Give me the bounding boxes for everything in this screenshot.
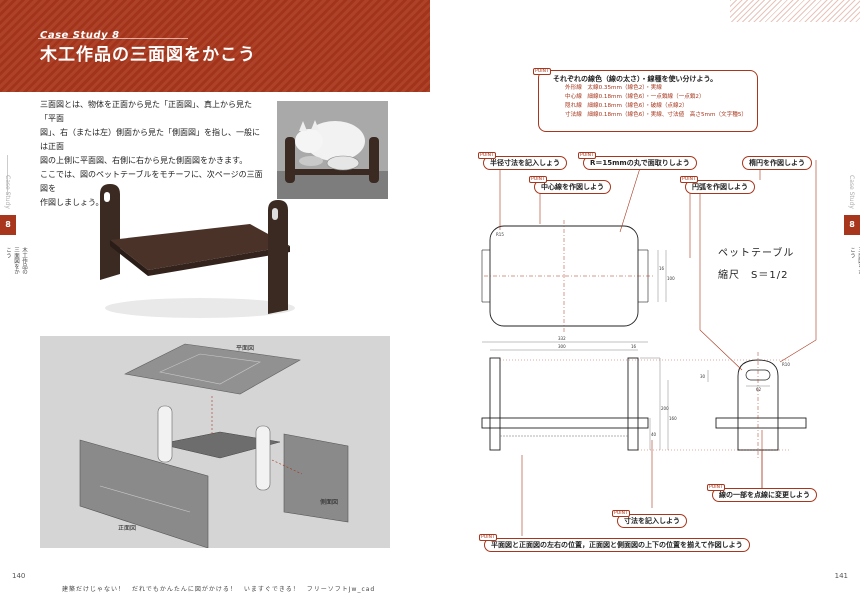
point-tag: POINT: [529, 176, 547, 183]
front-view: 200 160 40: [481, 357, 677, 451]
side-view: 62 30 R10: [700, 352, 807, 458]
callout-radius: 半径寸法を記入しょう: [483, 156, 567, 170]
case-study-label: Case Study 8: [40, 30, 120, 41]
leader-lines: [499, 160, 817, 536]
point-tag: POINT: [680, 176, 698, 183]
header-hatch: [730, 0, 860, 22]
point-tag: POINT: [707, 484, 725, 491]
three-view-diagram: 平面図 側面図 正面図: [40, 336, 390, 549]
front-view-label: 正面図: [118, 525, 136, 532]
tab-subtitle: 木工作品の三面図をかこう: [5, 247, 27, 275]
footer-text: 建築だけじゃない！ だれでもかんたんに図がかける！ いますぐできる！ フリーソフ…: [62, 586, 376, 593]
legend-row: 外形線 太線0.35mm（線色2）・実線: [565, 85, 662, 91]
dim-40: 40: [651, 432, 657, 437]
title-rule: [38, 38, 188, 39]
intro-line: 三面図とは、物体を正面から見た「正面図」、真上から見た「平面: [40, 100, 252, 123]
callout-dimension: 寸法を記入しよう: [617, 514, 687, 528]
dim-200: 200: [661, 406, 669, 411]
tab-subtitle: 木工作品の三面図をかこう: [849, 247, 860, 275]
callout-dotted: 線の一部を点線に変更しよう: [712, 488, 817, 502]
pet-table-photo: [90, 180, 300, 330]
dim-332: 332: [558, 336, 566, 341]
dim-100: 100: [667, 276, 675, 281]
left-page: Case Study 8 木工作品の三面図をかこう Case Study 8 木…: [0, 0, 430, 593]
dim-160: 160: [669, 416, 677, 421]
intro-line: 図」、右（または左）側面から見た「側面図」を指し、一般には正面: [40, 128, 260, 151]
side-tab-left: Case Study 8 木工作品の三面図をかこう: [0, 155, 27, 275]
technical-drawing: 16 100 R15 332 300 16 200 160 40: [481, 160, 817, 536]
drawing-scale: 縮尺 S＝1/2: [718, 270, 789, 281]
dim-r10: R10: [782, 362, 790, 367]
dim-30: 30: [700, 374, 706, 379]
intro-text: 三面図とは、物体を正面から見た「正面図」、真上から見た「平面 図」、右（または左…: [40, 98, 265, 210]
point-tag: POINT: [479, 534, 497, 541]
side-view-label: 側面図: [320, 498, 338, 506]
line-type-legend: それぞれの線色（線の太さ）・線種を使い分けよう。 外形線 太線0.35mm（線色…: [538, 70, 758, 132]
tab-caption: Case Study: [848, 175, 855, 209]
dim-62: 62: [756, 387, 762, 392]
side-tab-right: Case Study 8 木工作品の三面図をかこう: [844, 155, 860, 275]
callout-arc: 円弧を作図しよう: [685, 180, 755, 194]
dim-16: 16: [659, 266, 665, 271]
legend-row: 中心線 細線0.18mm（線色6）・一点鎖線（一点鎖2）: [565, 94, 705, 100]
dim-16b: 16: [631, 344, 637, 349]
legend-title: それぞれの線色（線の太さ）・線種を使い分けよう。: [553, 75, 718, 83]
tab-number: 8: [844, 215, 860, 235]
three-view-illustration: 平面図 側面図 正面図: [79, 343, 349, 549]
callout-center: 中心線を作図しよう: [534, 180, 611, 194]
page-number-left: 140: [12, 572, 26, 580]
cat-photo: [277, 101, 388, 199]
dim-300: 300: [558, 344, 566, 349]
legend-row: 寸法線 細線0.18mm（線色6）・実線、寸法値 高さ5mm（文字種5）: [565, 112, 747, 118]
dim-r15: R15: [496, 232, 504, 237]
intro-line: ここでは、図のペットテーブルをモチーフに、次ページの三面図を: [40, 170, 263, 193]
point-tag: POINT: [612, 510, 630, 517]
callout-align: 平面図と正面図の左右の位置，正面図と側面図の上下の位置を揃えて作図しよう: [484, 538, 750, 552]
drawing-title: ペットテーブル: [718, 248, 795, 259]
width-dimensions: 332 300 16: [482, 336, 648, 351]
tab-caption: Case Study: [4, 175, 11, 209]
point-tag: POINT: [533, 68, 551, 75]
pet-table-illustration: [100, 184, 295, 318]
plan-view: 16 100 R15: [481, 220, 675, 332]
tab-number: 8: [0, 215, 16, 235]
tab-line: [7, 155, 8, 195]
plan-view-label: 平面図: [236, 345, 254, 352]
header-band: Case Study 8 木工作品の三面図をかこう: [0, 0, 430, 92]
callout-chamfer: R＝15mmの丸で面取りしよう: [583, 156, 697, 170]
page-title: 木工作品の三面図をかこう: [40, 45, 256, 65]
cat-photo-illustration: [277, 101, 388, 199]
intro-line: 作図しましょう。: [40, 198, 104, 207]
page-number-right: 141: [834, 572, 848, 580]
point-tag: POINT: [578, 152, 596, 159]
point-tag: POINT: [478, 152, 496, 159]
legend-row: 隠れ線 細線0.18mm（線色6）・破線（点線2）: [565, 103, 688, 109]
intro-line: 図の上側に平面図、右側に右から見た側面図をかきます。: [40, 156, 248, 165]
callout-ellipse: 楕円を作図しよう: [742, 156, 812, 170]
